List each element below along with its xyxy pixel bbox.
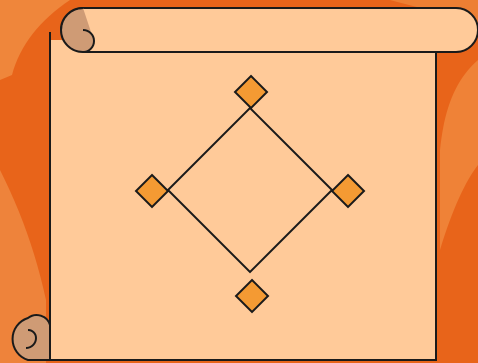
scroll-top-roll [83,8,478,52]
scroll-bottom-curl [13,315,50,360]
